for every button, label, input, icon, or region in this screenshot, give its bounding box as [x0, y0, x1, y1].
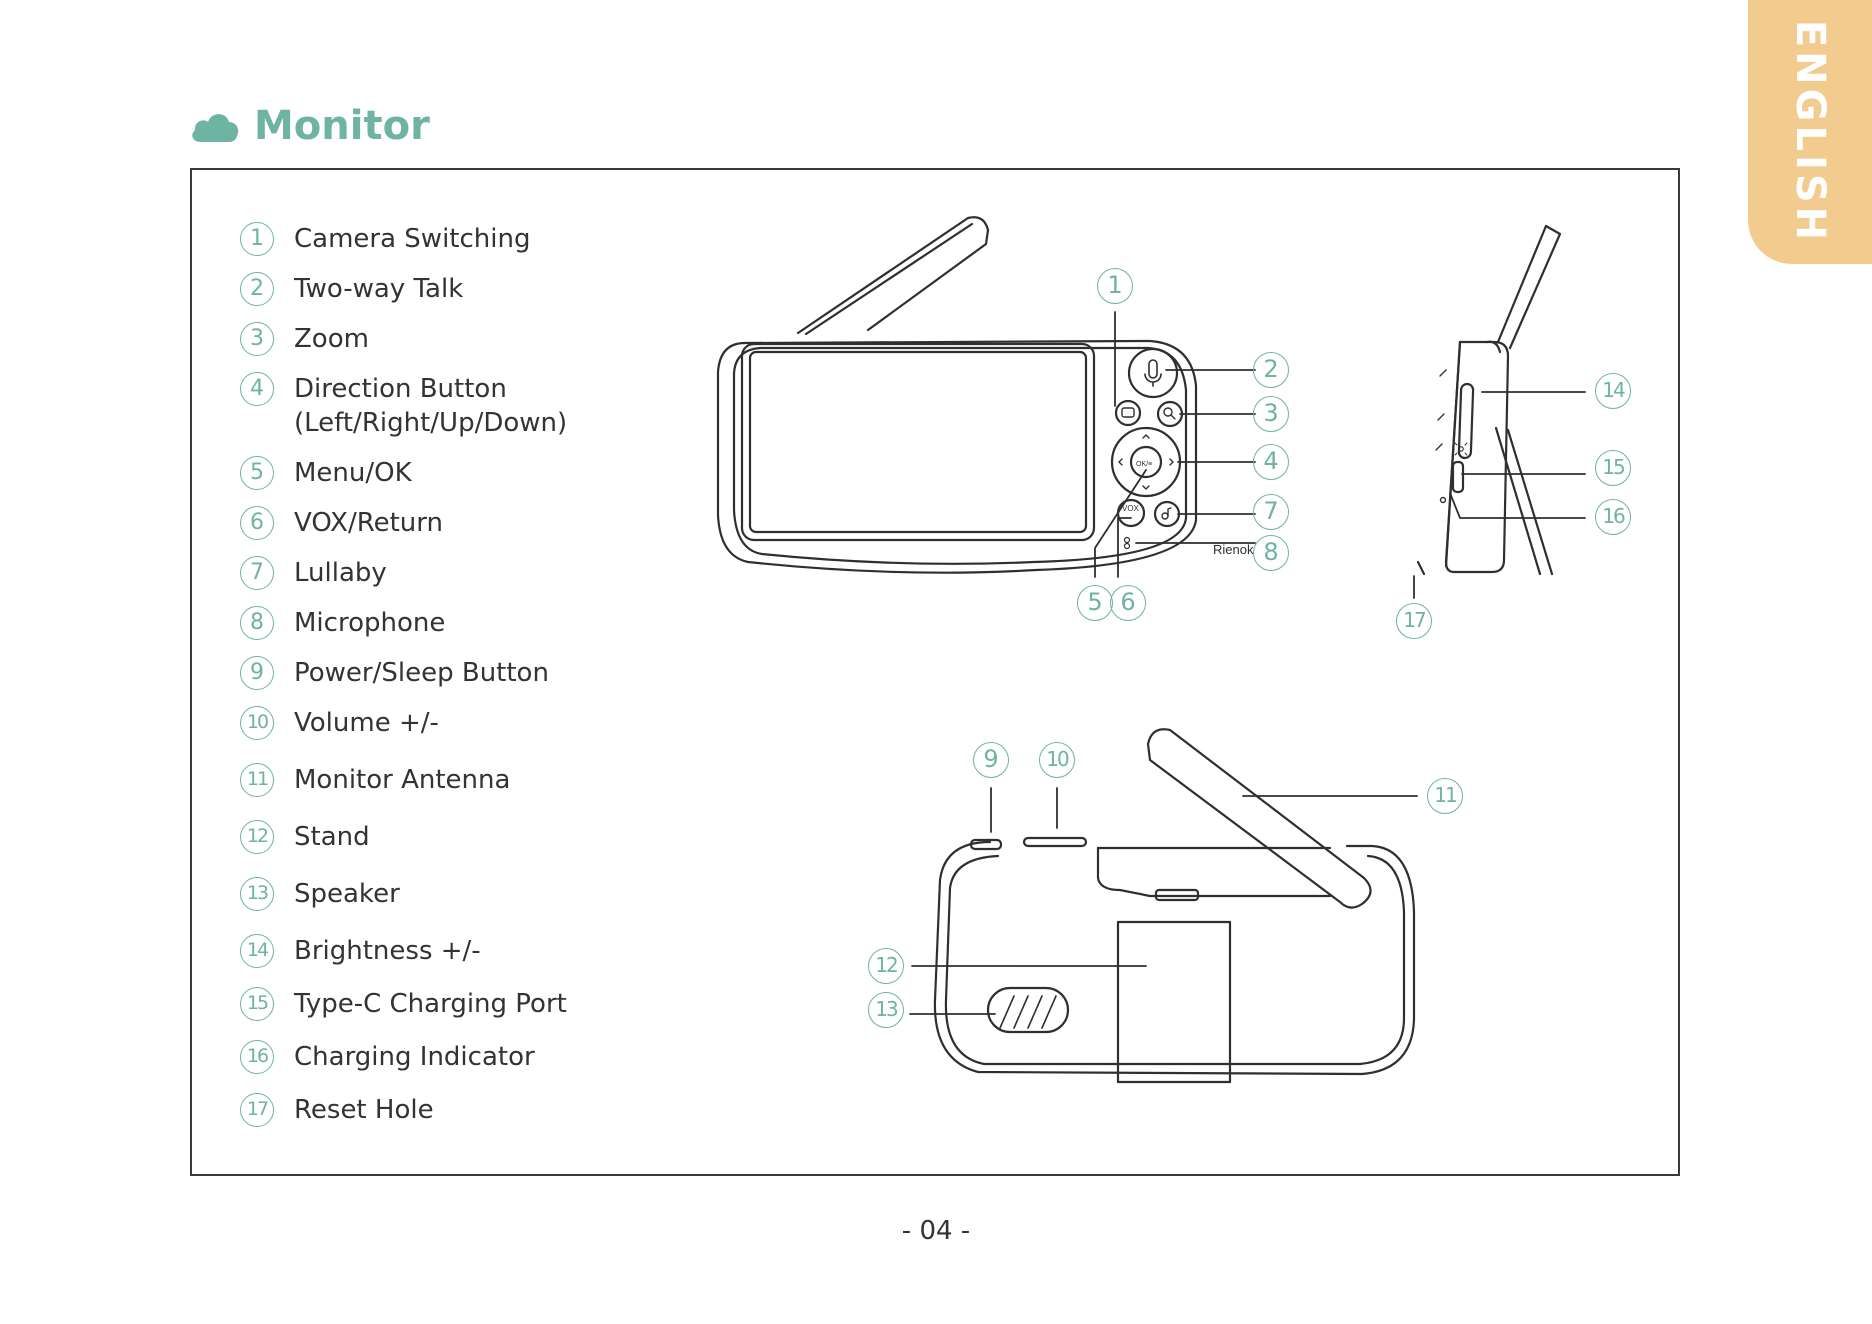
section-title: Monitor [254, 103, 430, 149]
section-heading: Monitor [190, 96, 430, 156]
legend-item: 6 VOX/Return [240, 506, 443, 540]
legend-label: Monitor Antenna [294, 765, 511, 795]
legend-number: 6 [240, 506, 274, 540]
legend-number: 13 [240, 877, 274, 911]
callout-14: 14 [1595, 373, 1631, 409]
callout-7: 7 [1253, 494, 1289, 530]
callout-10: 10 [1039, 742, 1075, 778]
language-tab: ENGLISH [1748, 0, 1872, 264]
legend-label: Direction Button (Left/Right/Up/Down) [294, 372, 567, 440]
legend-item: 5 Menu/OK [240, 456, 412, 490]
callout-3: 3 [1253, 396, 1289, 432]
side-view-illustration [1416, 224, 1562, 576]
legend-item: 13 Speaker [240, 877, 400, 911]
legend-item: 14 Brightness +/- [240, 934, 481, 968]
legend-label: Volume +/- [294, 708, 439, 738]
legend-item: 15 Type-C Charging Port [240, 987, 567, 1021]
legend-label: Brightness +/- [294, 936, 481, 966]
legend-label: Speaker [294, 879, 400, 909]
legend-item: 2 Two-way Talk [240, 272, 463, 306]
vox-button-label: VOX [1122, 504, 1140, 513]
legend-label: Menu/OK [294, 458, 412, 488]
legend-number: 12 [240, 820, 274, 854]
legend-label: Zoom [294, 324, 369, 354]
callout-13: 13 [868, 992, 904, 1028]
callout-2: 2 [1253, 352, 1289, 388]
front-leader-lines [1094, 311, 1256, 578]
cloud-icon [192, 114, 239, 142]
legend-label: Camera Switching [294, 224, 531, 254]
legend-item: 8 Microphone [240, 606, 445, 640]
legend-item: 17 Reset Hole [240, 1093, 434, 1127]
callout-11: 11 [1427, 778, 1463, 814]
side-leader-lines [1413, 391, 1586, 599]
legend-label: Stand [294, 822, 370, 852]
back-view-illustration [933, 728, 1416, 1084]
legend-item: 9 Power/Sleep Button [240, 656, 549, 690]
callout-17: 17 [1396, 603, 1432, 639]
content-frame [190, 168, 1680, 1176]
legend-label: Power/Sleep Button [294, 658, 549, 688]
legend-label: Reset Hole [294, 1095, 434, 1125]
callout-8: 8 [1253, 535, 1289, 571]
ok-button-label: OK/≡ [1136, 461, 1152, 468]
legend-label: Lullaby [294, 558, 387, 588]
legend-item: 4 Direction Button (Left/Right/Up/Down) [240, 372, 567, 440]
legend-number: 17 [240, 1093, 274, 1127]
legend-number: 9 [240, 656, 274, 690]
legend-number: 10 [240, 706, 274, 740]
legend-number: 2 [240, 272, 274, 306]
callout-9: 9 [973, 742, 1009, 778]
legend-number: 4 [240, 372, 274, 406]
legend-number: 1 [240, 222, 274, 256]
page-number: - 04 - [901, 1216, 971, 1246]
legend-label: VOX/Return [294, 508, 443, 538]
legend-label-line2: (Left/Right/Up/Down) [294, 408, 568, 438]
legend-number: 5 [240, 456, 274, 490]
legend-number: 11 [240, 763, 274, 797]
legend-label: Charging Indicator [294, 1042, 535, 1072]
callout-12: 12 [868, 948, 904, 984]
legend-item: 12 Stand [240, 820, 370, 854]
legend-number: 7 [240, 556, 274, 590]
legend-item: 1 Camera Switching [240, 222, 530, 256]
callout-15: 15 [1595, 450, 1631, 486]
legend-number: 15 [240, 987, 274, 1021]
callout-4: 4 [1253, 444, 1289, 480]
callout-5: 5 [1077, 585, 1113, 621]
legend-item: 3 Zoom [240, 322, 369, 356]
back-leader-lines [909, 787, 1418, 1015]
callout-6: 6 [1110, 585, 1146, 621]
legend-item: 11 Monitor Antenna [240, 763, 510, 797]
callout-1: 1 [1097, 268, 1133, 304]
legend-label-line1: Direction Button [294, 374, 507, 404]
legend-number: 14 [240, 934, 274, 968]
legend-label: Two-way Talk [294, 274, 464, 304]
legend-item: 10 Volume +/- [240, 706, 439, 740]
brand-logo: Rienok [1213, 542, 1254, 557]
legend-item: 16 Charging Indicator [240, 1040, 535, 1074]
legend-label: Microphone [294, 608, 446, 638]
front-view-illustration [716, 216, 1198, 574]
callout-16: 16 [1595, 499, 1631, 535]
legend-number: 16 [240, 1040, 274, 1074]
legend-item: 7 Lullaby [240, 556, 387, 590]
legend-number: 8 [240, 606, 274, 640]
legend-number: 3 [240, 322, 274, 356]
legend-label: Type-C Charging Port [294, 989, 567, 1019]
